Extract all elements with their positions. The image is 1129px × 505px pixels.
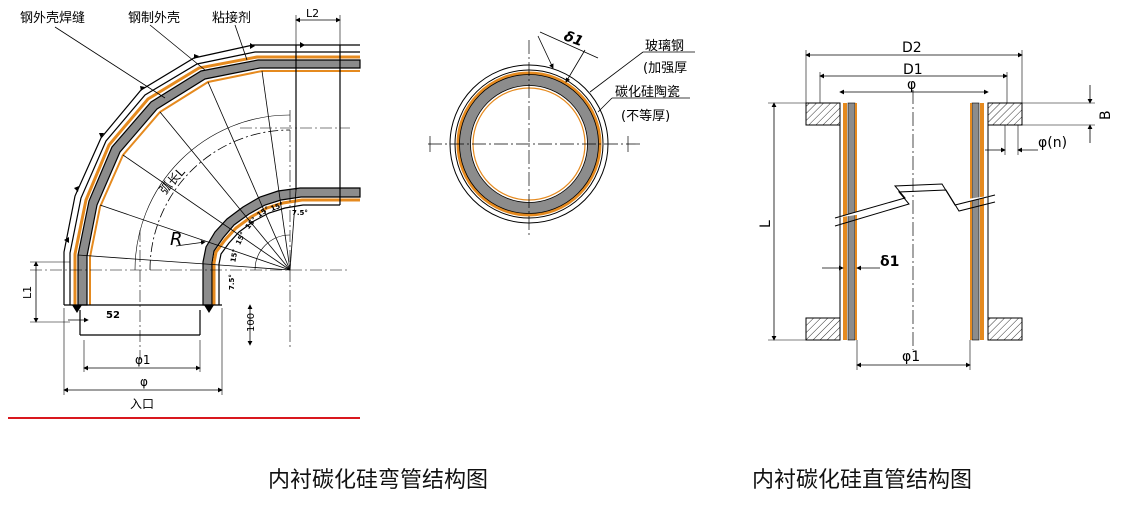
ring-section-drawing: [428, 31, 695, 238]
label-inlet: 入口: [130, 397, 154, 411]
svg-text:7.5°: 7.5°: [228, 274, 236, 290]
elbow-orange-outer2: [89, 70, 360, 305]
straight-pipe-drawing: [768, 50, 1095, 370]
ring-label-sic: 碳化硅陶瓷: [615, 84, 680, 100]
straight-label-phi-n: φ(n): [1038, 135, 1067, 151]
elbow-outer-shell: [63, 44, 360, 305]
label-phi: φ: [140, 375, 148, 389]
straight-label-phi1: φ1: [902, 349, 920, 365]
label-adhesive: 粘接剂: [212, 10, 251, 26]
svg-text:7.5°: 7.5°: [292, 209, 308, 217]
elbow-orange-inner: [212, 198, 360, 305]
straight-label-d1: D1: [903, 62, 923, 78]
ring-label-frp-note: (加强厚: [643, 61, 687, 76]
weld-markers: [64, 42, 305, 313]
elbow-lining-outer: [77, 59, 361, 306]
flange-top-left: [805, 102, 841, 126]
elbow-drawing: [30, 15, 361, 395]
straight-label-delta1: δ1: [880, 254, 899, 270]
elbow-center-arc: [149, 129, 291, 271]
flange-bottom-right: [987, 317, 1023, 341]
ring-label-frp: 玻璃钢: [645, 39, 684, 54]
label-weld: 钢外壳焊缝: [20, 10, 85, 26]
straight-label-phi: φ: [907, 77, 916, 93]
ring-label-delta1: δ1: [562, 28, 586, 50]
label-l1: L1: [21, 286, 34, 299]
svg-text:15°: 15°: [229, 249, 239, 263]
flange-top-right: [987, 102, 1023, 126]
elbow-inner-shell: [218, 204, 340, 305]
straight-label-l: L: [758, 220, 774, 228]
straight-label-b: B: [1098, 110, 1114, 120]
straight-label-d2: D2: [902, 40, 922, 56]
ring-label-sic-note: (不等厚): [621, 108, 670, 124]
label-52: 52: [106, 310, 120, 321]
elbow-lining-inner: [202, 187, 361, 306]
flange-bottom-left: [805, 317, 841, 341]
label-arc-length: 弧长L: [157, 165, 188, 197]
label-100: 100: [246, 313, 257, 332]
elbow-caption: 内衬碳化硅弯管结构图: [268, 468, 489, 493]
label-l2: L2: [306, 7, 319, 20]
elbow-radial-lines: [77, 70, 297, 271]
label-shell: 钢制外壳: [128, 11, 180, 26]
label-phi1: φ1: [135, 353, 151, 367]
label-radius: R: [170, 229, 183, 250]
elbow-orange-outer: [73, 55, 360, 305]
straight-caption: 内衬碳化硅直管结构图: [752, 468, 973, 493]
